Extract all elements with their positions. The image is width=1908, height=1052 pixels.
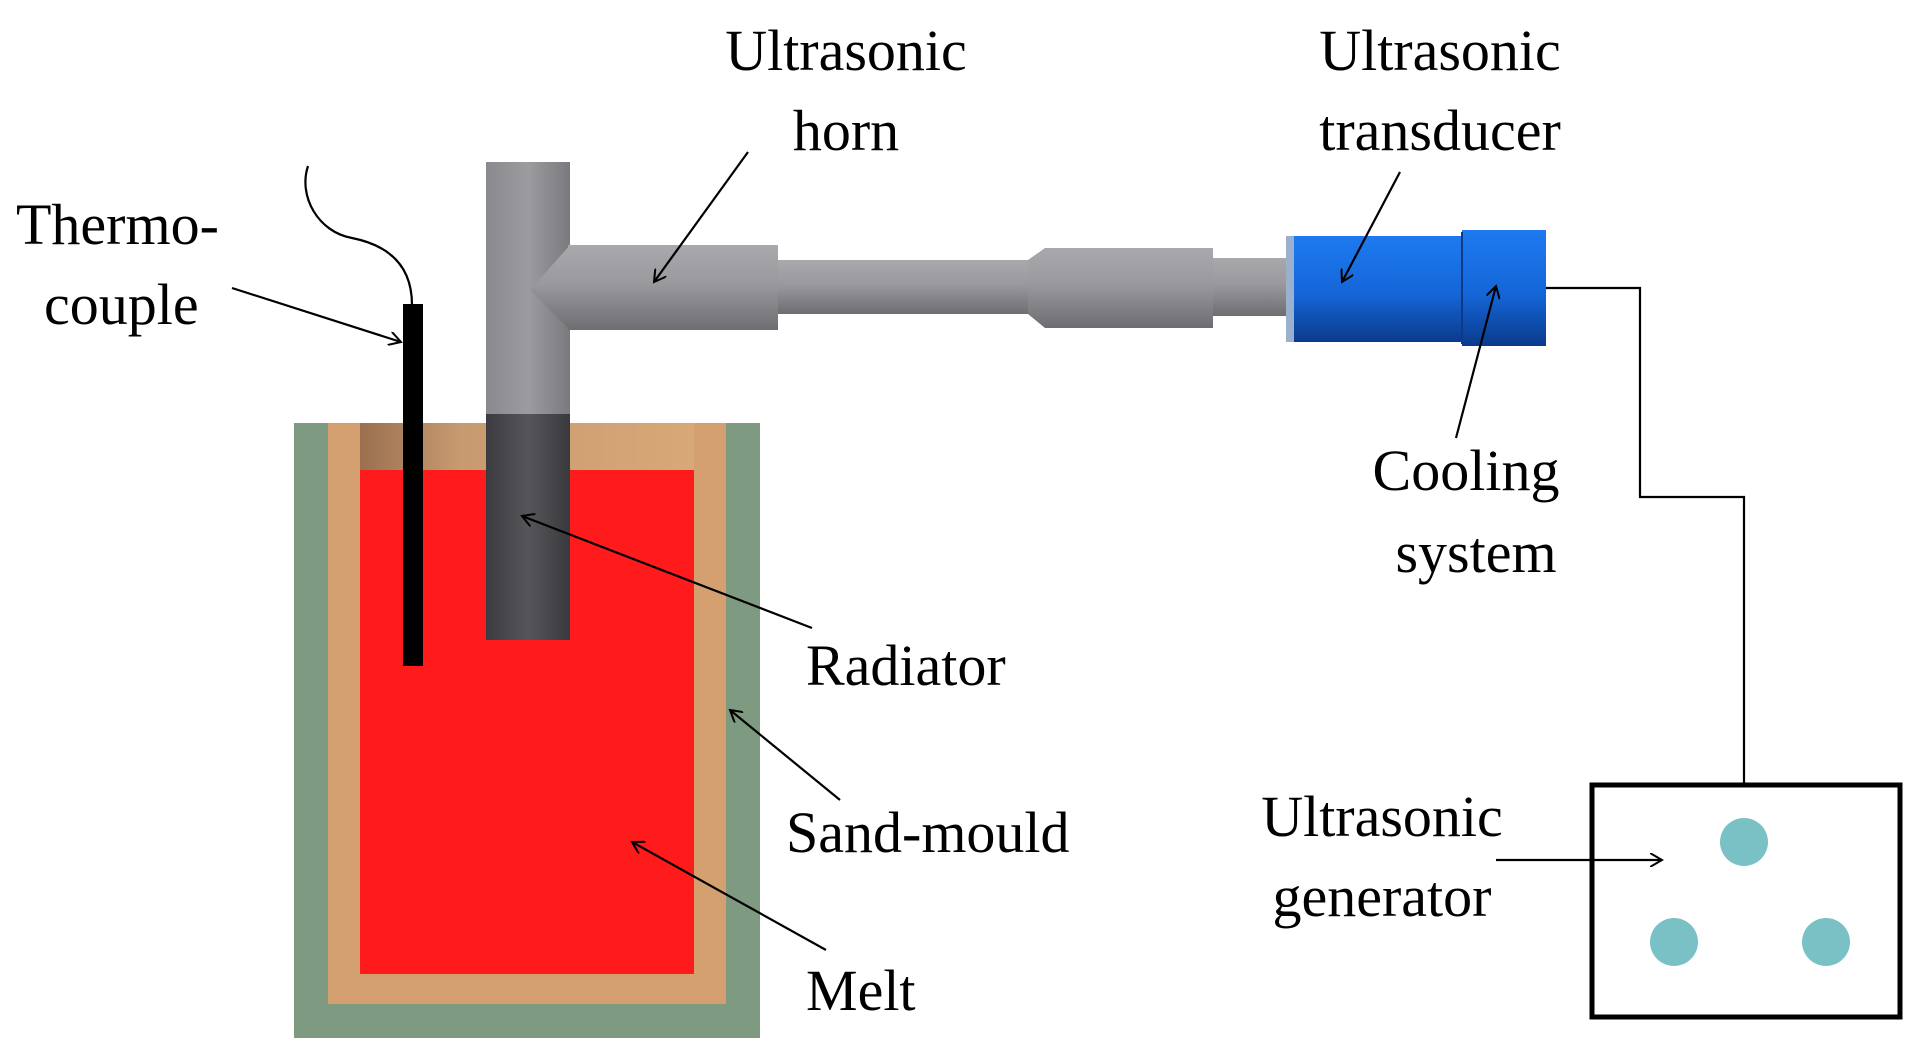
leader-arrows [231,151,1662,951]
label-generator-line1: Ultrasonic [1261,784,1503,849]
horn-arrow [654,151,749,282]
label-melt: Melt [806,958,916,1023]
horn-section-4 [1213,258,1288,316]
thermocouple-probe [403,304,423,666]
thermocouple [304,165,423,666]
label-horn-line1: Ultrasonic [725,18,967,83]
cooling-system-body [1462,230,1546,346]
horn-section-1 [568,245,778,330]
thermocouple-wire [304,165,414,306]
thermocouple-arrow [231,286,401,342]
labels: Thermo- couple Ultrasonic horn Ultrasoni… [16,18,1561,1023]
melt-arrow [632,842,827,951]
generator-dot-top [1720,818,1768,866]
transducer-arrow [1342,171,1401,282]
ultrasonic-transducer [1286,230,1546,346]
horn-taper [1028,248,1045,328]
generator-cable [1546,286,1746,786]
horn-tip-cone [530,245,570,330]
label-transducer-line2: transducer [1319,98,1561,163]
label-generator-line2: generator [1273,864,1492,929]
transducer-body [1294,236,1464,342]
ultrasonic-generator [1589,782,1903,1020]
radiator [486,162,570,640]
label-radiator: Radiator [806,633,1006,698]
label-cooling-line1: Cooling [1373,438,1560,503]
radiator-arrow [522,516,813,630]
label-transducer-line1: Ultrasonic [1319,18,1561,83]
cooling-system-arrow [1454,286,1496,439]
generator-dot-right [1802,918,1850,966]
generator-dot-left [1650,918,1698,966]
radiator-immersed-column [486,414,570,640]
transducer-flange [1286,236,1294,342]
label-cooling-line2: system [1395,520,1556,585]
horn-section-3 [1045,248,1213,328]
horn-section-2 [778,260,1028,314]
sand-mould-arrow [730,710,841,801]
ultrasonic-horn [530,245,1288,330]
label-thermocouple-line2: couple [44,272,199,337]
label-sand-mould: Sand-mould [786,800,1070,865]
label-thermocouple-line1: Thermo- [16,192,219,257]
label-horn-line2: horn [793,98,899,163]
